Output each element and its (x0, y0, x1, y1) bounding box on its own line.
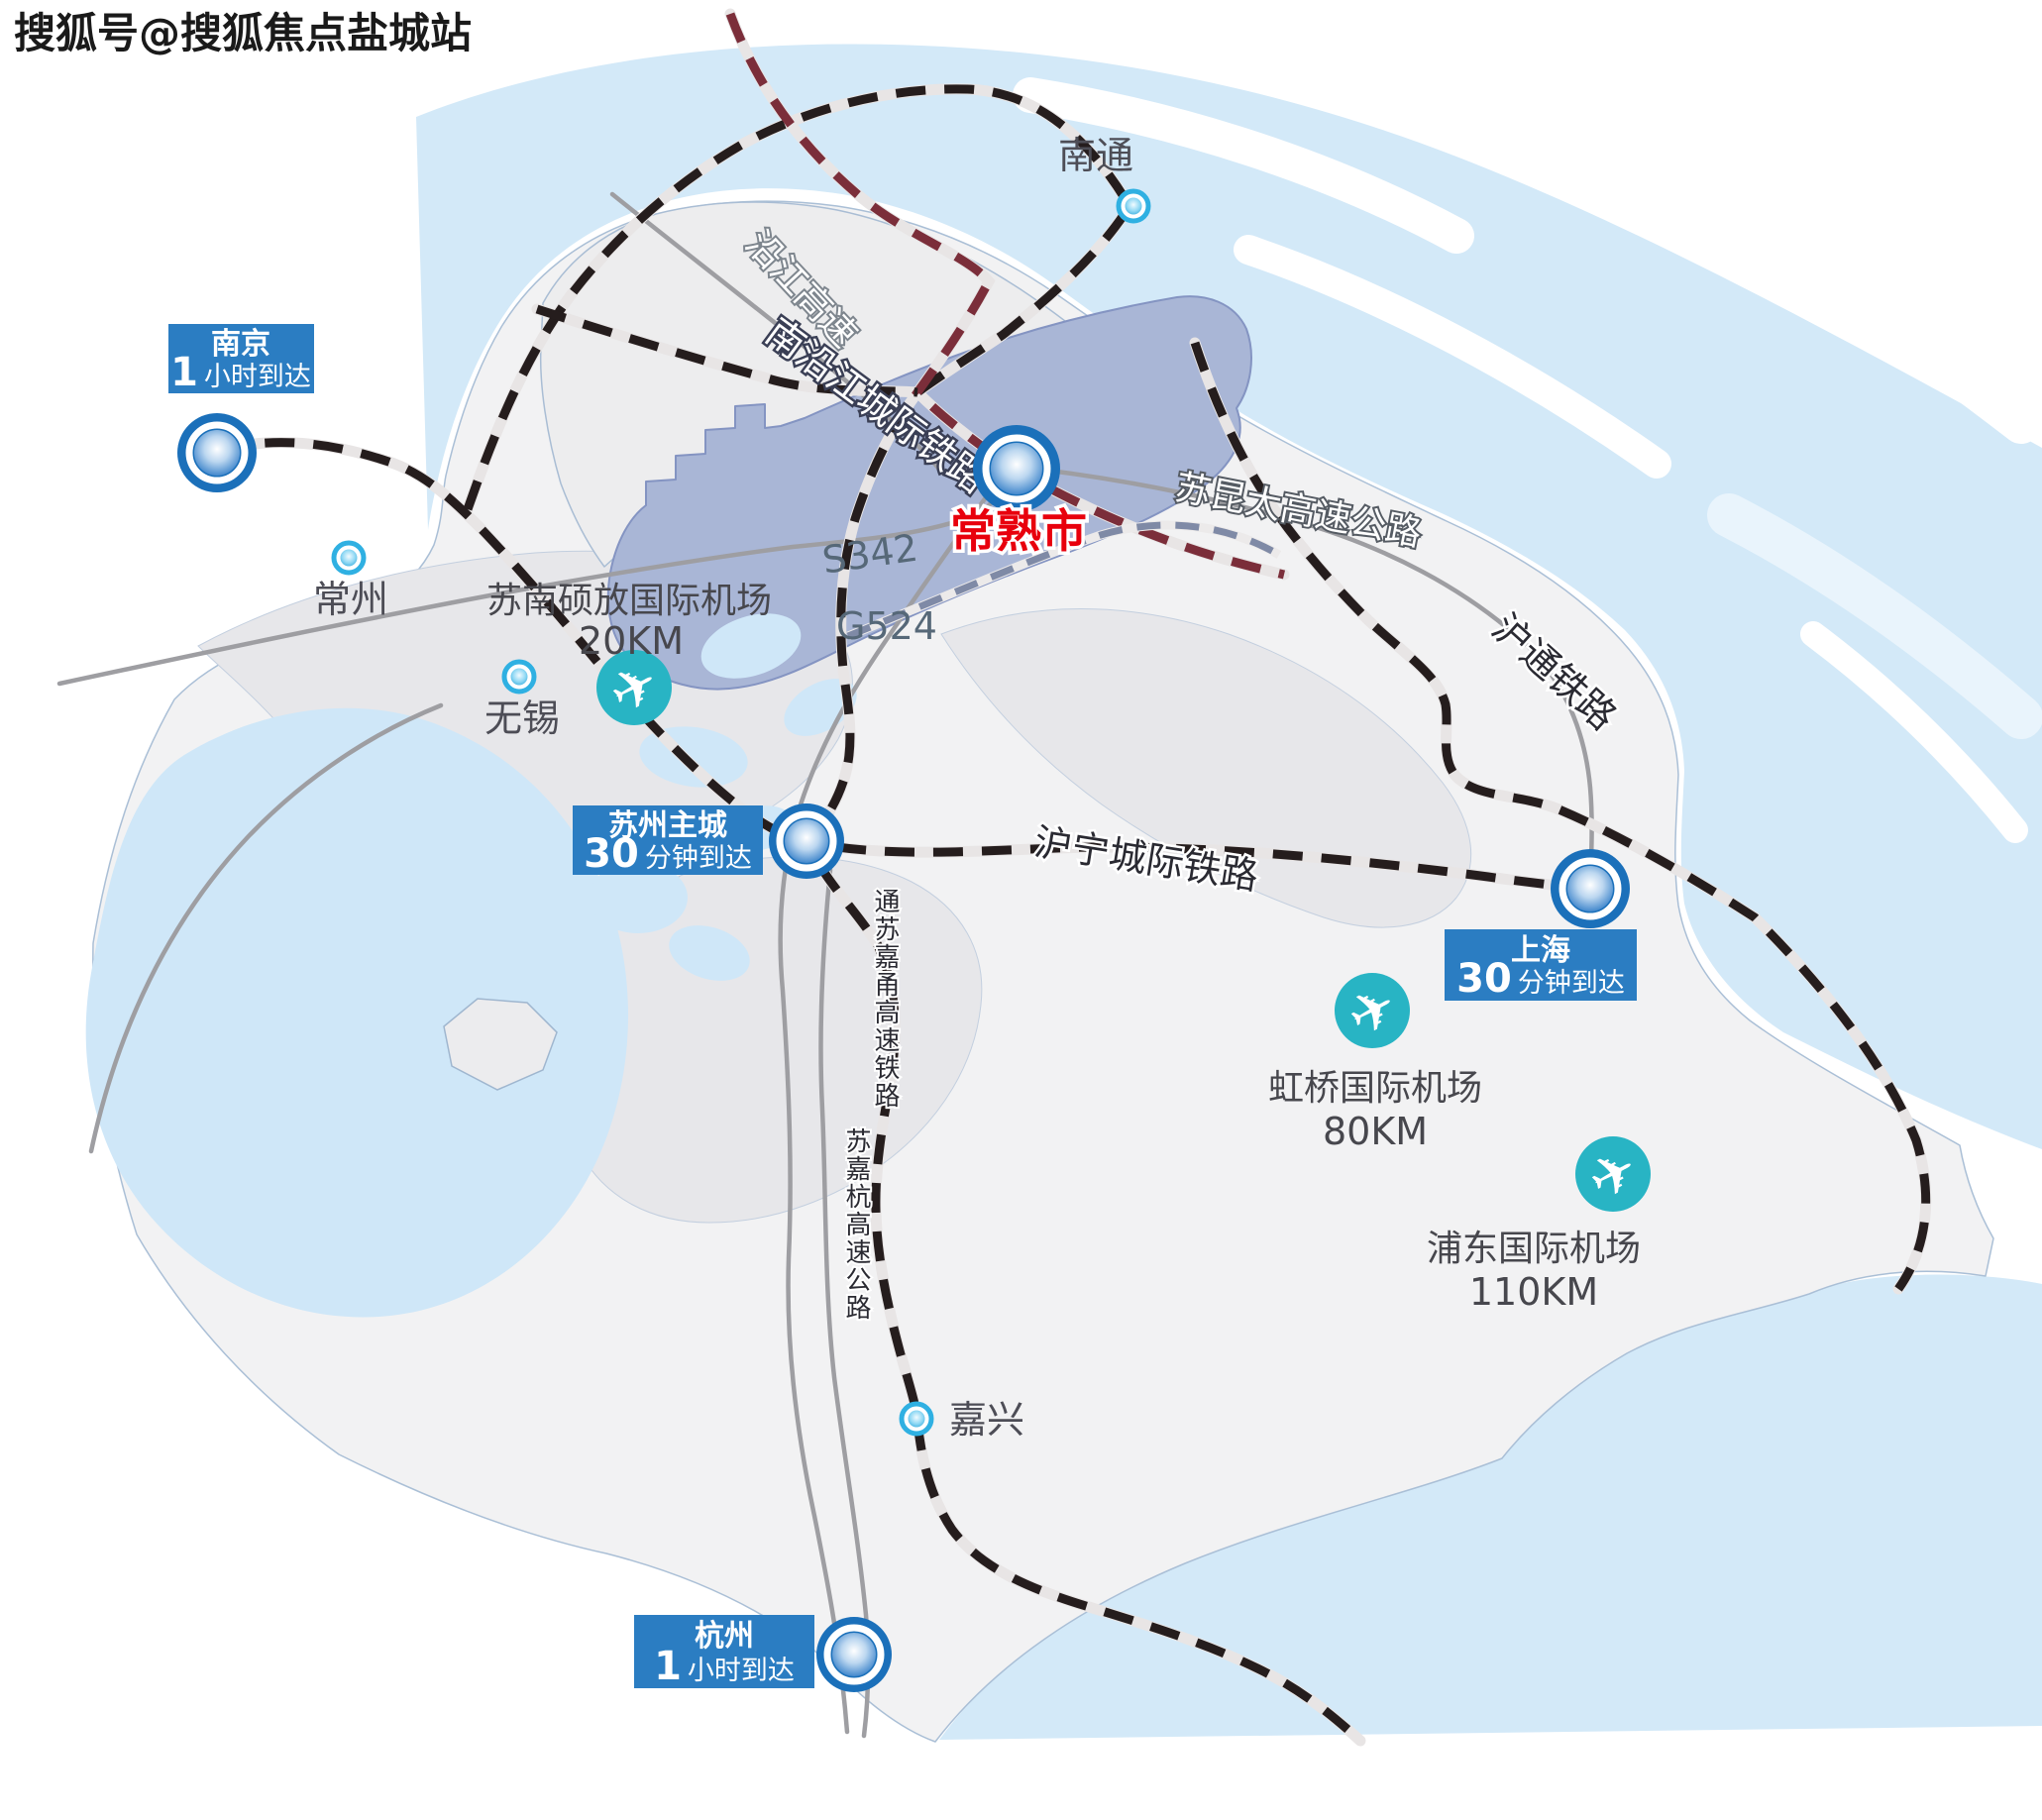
rail-nanyanjiang-west (535, 304, 918, 397)
airport-sunan-shuofang[interactable]: ✈ 苏南硕放国际机场 20KM (486, 581, 772, 728)
watermark: 搜狐号@搜狐焦点盐城站 (14, 9, 472, 57)
rail-huning-intercity (215, 438, 1591, 894)
airplane-icon (596, 650, 672, 725)
citybox-name: 苏州主城 (608, 808, 727, 843)
time-unit: 小时到达 (688, 1656, 795, 1686)
water-channels (1013, 77, 2042, 843)
label-wuxi: 无锡 (484, 696, 560, 740)
time-value: 1 (654, 1644, 682, 1689)
road-sukuntai (1006, 463, 1594, 892)
marker-nanjing[interactable] (177, 413, 257, 492)
citybox-name: 南京 (211, 327, 270, 362)
time-value: 1 (170, 350, 198, 395)
label-jiaxing: 嘉兴 (949, 1398, 1024, 1442)
citybox-name: 上海 (1511, 933, 1570, 968)
airport-pudong[interactable]: ✈ 浦东国际机场 110KM (1427, 1136, 1651, 1314)
time-unit: 分钟到达 (1518, 968, 1625, 999)
marker-wuxi[interactable]: 无锡 (484, 659, 560, 740)
road-yanjiang-expressway (609, 191, 946, 477)
marker-jiaxing[interactable]: 嘉兴 (899, 1398, 1024, 1442)
marker-hangzhou[interactable] (816, 1617, 892, 1692)
airport-distance: 80KM (1323, 1110, 1428, 1153)
rail-branch-gray (846, 520, 1282, 641)
label-sujiahang-road: 苏嘉杭高速公路 (841, 1127, 871, 1322)
railways (215, 12, 1931, 1745)
rail-nanyanjiang (725, 12, 1286, 580)
road-west-curve (88, 702, 444, 1154)
lake-taihu (85, 707, 629, 1318)
time-unit: 分钟到达 (645, 843, 752, 874)
taihu-island (443, 998, 558, 1091)
rail-tongsujiayong (463, 84, 1364, 1745)
airport-name: 虹桥国际机场 (1268, 1068, 1482, 1109)
citybox-name: 杭州 (695, 1619, 754, 1654)
airport-name: 浦东国际机场 (1427, 1229, 1641, 1269)
label-nantong: 南通 (1058, 134, 1133, 177)
time-value: 30 (1456, 956, 1512, 1002)
label-tongsujiayong-rail: 通苏嘉甬高速铁路 (870, 888, 900, 1110)
label-changshu-city: 常熟市 (950, 504, 1087, 558)
label-g524: G524 (836, 604, 937, 648)
marker-suzhou[interactable] (769, 803, 844, 879)
rail-hutong (1190, 341, 1931, 1292)
road-s342 (56, 465, 1012, 687)
water-hangzhou-bay (939, 1274, 2042, 1740)
marker-nantong[interactable]: 南通 (1058, 134, 1151, 224)
airplane-icon (1575, 1136, 1651, 1212)
airport-distance: 110KM (1469, 1270, 1598, 1314)
water-yangtze-river (416, 44, 2042, 1740)
airport-hongqiao[interactable]: ✈ 虹桥国际机场 80KM (1268, 973, 1482, 1153)
marker-shanghai[interactable] (1551, 849, 1630, 928)
time-unit: 小时到达 (204, 362, 311, 392)
airport-name: 苏南硕放国际机场 (486, 581, 772, 621)
time-value: 30 (584, 831, 639, 877)
airport-distance: 20KM (579, 619, 684, 663)
marker-changshu[interactable] (973, 425, 1060, 512)
marker-changzhou[interactable]: 常州 (313, 540, 388, 621)
label-changzhou: 常州 (313, 578, 388, 621)
changshu-region[interactable] (606, 295, 1252, 691)
road-g524 (778, 481, 999, 1735)
airplane-icon (1335, 973, 1410, 1048)
